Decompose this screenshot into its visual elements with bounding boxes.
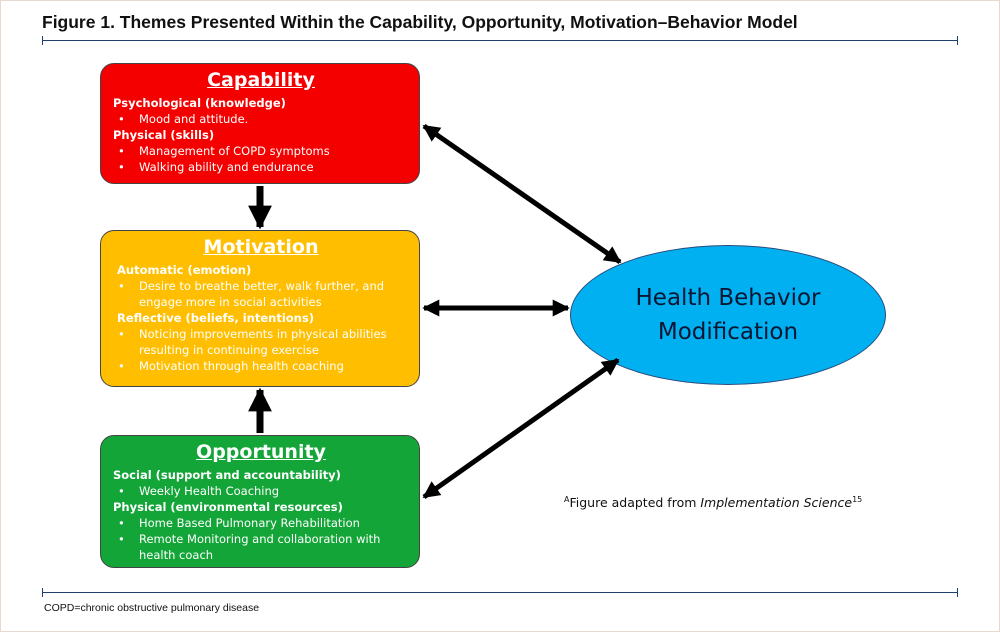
motivation-item: •Desire to breathe better, walk further,… <box>118 279 385 293</box>
bullet-icon: • <box>118 484 125 498</box>
capability-box: Capability Psychological (knowledge) •Mo… <box>100 63 420 184</box>
capability-physical-label: Physical (skills) <box>113 128 215 142</box>
figure-title: Figure 1. Themes Presented Within the Ca… <box>42 12 798 32</box>
motivation-item-continued: engage more in social activities <box>139 295 322 309</box>
capability-item: •Management of COPD symptoms <box>118 144 330 158</box>
bullet-icon: • <box>118 279 125 293</box>
bullet-icon: • <box>118 359 125 373</box>
opportunity-social-label: Social (support and accountability) <box>113 468 341 482</box>
capability-item: •Mood and attitude. <box>118 112 249 126</box>
opportunity-physical-label: Physical (environmental resources) <box>113 500 343 514</box>
motivation-item: •Motivation through health coaching <box>118 359 344 373</box>
motivation-heading: Motivation <box>203 236 319 258</box>
bullet-icon: • <box>118 160 125 174</box>
top-rule <box>42 36 958 45</box>
opportunity-item: •Remote Monitoring and collaboration wit… <box>118 532 381 546</box>
opportunity-item: •Home Based Pulmonary Rehabilitation <box>118 516 360 530</box>
bullet-icon: • <box>118 144 125 158</box>
arrow-opportunity-behavior <box>422 357 620 500</box>
source-ref: 15 <box>852 495 863 504</box>
opportunity-item: •Weekly Health Coaching <box>118 484 280 498</box>
motivation-box: Motivation Automatic (emotion) •Desire t… <box>100 230 420 387</box>
bottom-rule <box>42 588 958 597</box>
behavior-label: Health Behavior Modification <box>598 281 858 349</box>
capability-heading: Capability <box>207 69 315 91</box>
bullet-icon: • <box>118 516 125 530</box>
opportunity-heading: Opportunity <box>196 441 326 463</box>
behavior-label-line1: Health Behavior <box>635 285 821 311</box>
footnote: COPD=chronic obstructive pulmonary disea… <box>44 602 260 614</box>
arrow-capability-behavior <box>422 123 622 265</box>
source-journal: Implementation Science <box>700 495 853 511</box>
opportunity-item-continued: health coach <box>139 548 214 562</box>
motivation-reflective-label: Reflective (beliefs, intentions) <box>117 311 314 325</box>
behavior-ellipse: Health Behavior Modification <box>570 245 886 385</box>
motivation-automatic-label: Automatic (emotion) <box>117 263 252 277</box>
bullet-icon: • <box>118 532 125 546</box>
capability-item: •Walking ability and endurance <box>118 160 314 174</box>
bullet-icon: • <box>118 327 125 341</box>
opportunity-box: Opportunity Social (support and accounta… <box>100 435 420 568</box>
bullet-icon: • <box>118 112 125 126</box>
source-marker: A <box>564 495 570 504</box>
source-note: AFigure adapted from Implementation Scie… <box>564 495 862 510</box>
behavior-label-line2: Modification <box>657 319 799 345</box>
source-prefix: Figure adapted from <box>569 495 701 511</box>
motivation-item-continued: resulting in continuing exercise <box>139 343 319 357</box>
motivation-item: •Noticing improvements in physical abili… <box>118 327 387 341</box>
capability-psychological-label: Psychological (knowledge) <box>113 96 286 110</box>
